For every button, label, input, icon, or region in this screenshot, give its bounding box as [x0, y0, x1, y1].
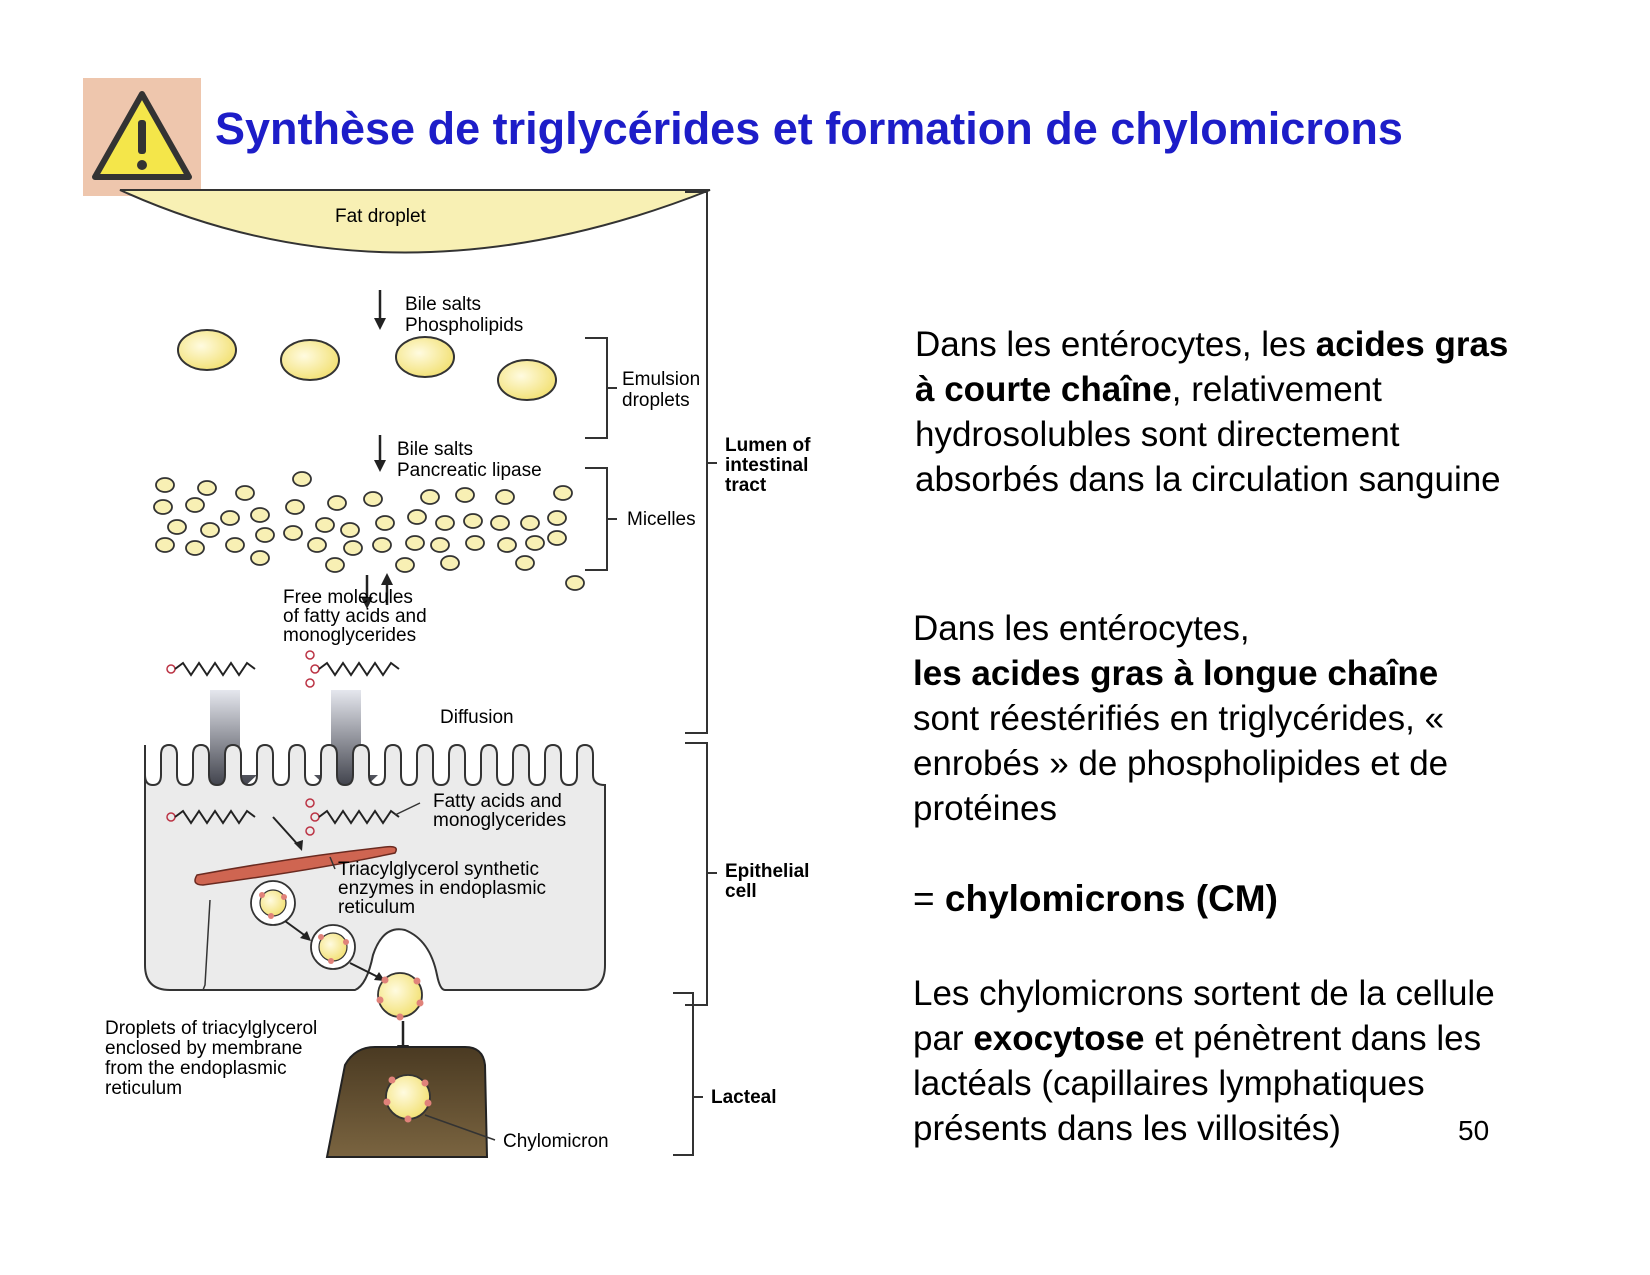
- micelles-label: Micelles: [627, 509, 696, 530]
- warning-icon: [92, 91, 192, 180]
- para2-text-2: sont réestérifiés en triglycérides, « en…: [913, 699, 1449, 828]
- paragraph-exocytosis: Les chylomicrons sortent de la cellule p…: [913, 971, 1553, 1151]
- droplets-label-4: reticulum: [105, 1078, 182, 1099]
- tg-enzymes-label-3: reticulum: [338, 897, 415, 918]
- bile-salts-label: Bile salts: [405, 294, 481, 315]
- endoplasmic-reticulum: [194, 845, 397, 886]
- cm-bold: chylomicrons (CM): [944, 878, 1278, 919]
- para3-bold: exocytose: [973, 1019, 1145, 1058]
- chylomicron-diagram: Fat droplet Bile salts Phospholipids Emu…: [95, 185, 875, 1175]
- vesicle: [250, 880, 296, 926]
- para1-text-2: , relativement hydrosolubles sont direct…: [915, 370, 1501, 499]
- fat-droplet: [119, 189, 711, 254]
- emulsion-droplet: [177, 329, 237, 371]
- paragraph-short-chain: Dans les entérocytes, les acides gras à …: [915, 322, 1515, 502]
- diffusion-label: Diffusion: [440, 707, 514, 728]
- fatty-acids-label-2: monoglycerides: [433, 810, 566, 831]
- droplets-label-2: enclosed by membrane: [105, 1038, 303, 1059]
- epithelial-cell: [144, 743, 606, 991]
- chylomicron-particle: [383, 1074, 432, 1123]
- lumen-label-2: intestinal: [725, 455, 808, 476]
- epithelial-label-2: cell: [725, 881, 757, 902]
- para2-bold: les acides gras à longue chaîne: [913, 654, 1439, 693]
- para3-text-1: Les chylomicrons sortent de la cellule p…: [913, 974, 1495, 1058]
- lumen-label: Lumen of: [725, 435, 811, 456]
- paragraph-long-chain: Dans les entérocytes, les acides gras à …: [913, 606, 1563, 831]
- epithelial-label: Epithelial: [725, 861, 809, 882]
- emulsion-label: Emulsion: [622, 369, 700, 390]
- vesicle: [310, 924, 356, 970]
- emulsion-droplet: [497, 359, 557, 401]
- pancreatic-lipase-label: Pancreatic lipase: [397, 460, 542, 481]
- micelles-group: [153, 471, 585, 591]
- tg-enzymes-label: Triacylglycerol synthetic: [338, 859, 539, 880]
- emulsion-droplet: [280, 339, 340, 381]
- emulsion-label-2: droplets: [622, 390, 690, 411]
- para3-text-2: et pénètrent dans les lactéals (capillai…: [913, 1019, 1482, 1148]
- para2-text-1: Dans les entérocytes,: [913, 609, 1250, 648]
- cm-prefix: =: [913, 878, 945, 919]
- page-title: Synthèse de triglycérides et formation d…: [215, 103, 1403, 154]
- para1-bold: acides gras à courte chaîne: [915, 325, 1509, 409]
- phospholipids-label: Phospholipids: [405, 315, 523, 336]
- free-molecules-label-2: of fatty acids and: [283, 606, 427, 627]
- tg-enzymes-label-2: enzymes in endoplasmic: [338, 878, 546, 899]
- fat-droplet-label: Fat droplet: [335, 206, 427, 227]
- free-molecules-label: Free molecules: [283, 587, 413, 608]
- warning-icon-box: [83, 78, 201, 196]
- emulsion-droplet: [395, 336, 455, 378]
- para1-text-1: Dans les entérocytes, les: [915, 325, 1316, 364]
- free-molecules-label-3: monoglycerides: [283, 625, 416, 646]
- lacteal-label: Lacteal: [711, 1087, 776, 1108]
- chylomicrons-equation: = chylomicrons (CM): [913, 878, 1278, 920]
- page-number: 50: [1458, 1115, 1490, 1146]
- bile-salts-label-2: Bile salts: [397, 439, 473, 460]
- droplets-label-3: from the endoplasmic: [105, 1058, 287, 1079]
- fatty-acids-label: Fatty acids and: [433, 791, 562, 812]
- chylomicron-label: Chylomicron: [503, 1131, 609, 1152]
- droplets-label: Droplets of triacylglycerol: [105, 1018, 317, 1039]
- lumen-label-3: tract: [725, 475, 767, 496]
- exocytosis-vesicle: [376, 972, 424, 1021]
